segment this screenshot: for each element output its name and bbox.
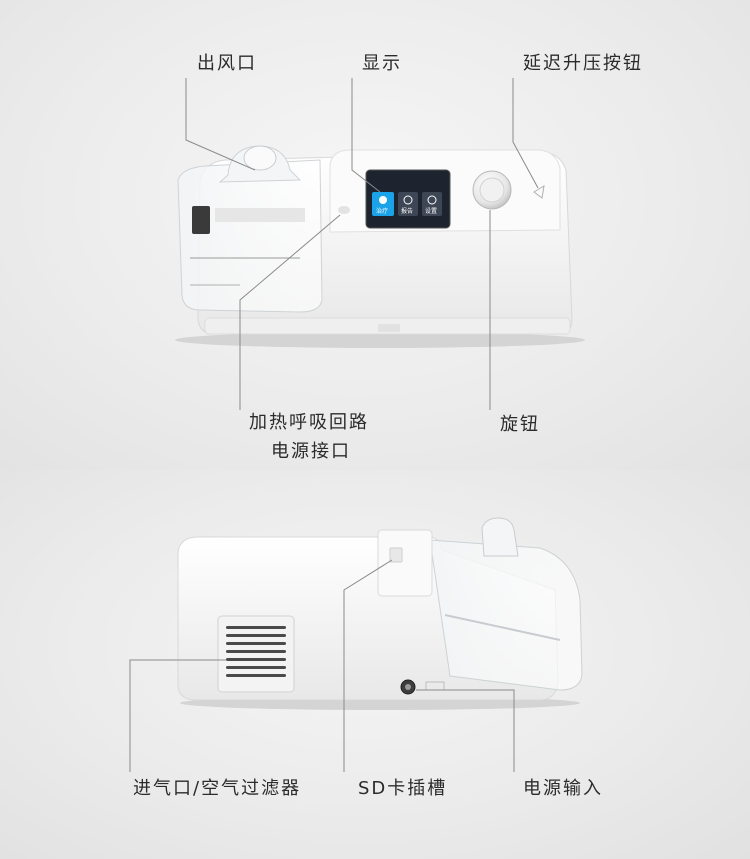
back-water-tank	[429, 539, 583, 691]
screen-tile-label-1: 治疗	[376, 207, 388, 215]
ramp-button	[533, 185, 545, 199]
leader-air-outlet	[185, 78, 256, 171]
label-sd-card-slot: SD卡插槽	[358, 778, 448, 799]
back-outlet	[481, 517, 519, 557]
label-delay-pressure-button: 延迟升压按钮	[523, 53, 643, 74]
knob-center	[479, 177, 505, 203]
leader-power-input	[416, 689, 515, 772]
leader-lines	[129, 78, 539, 772]
outlet-port	[243, 145, 277, 171]
leader-display	[351, 78, 381, 193]
tank-rim	[444, 614, 561, 641]
leader-delay-button	[512, 78, 539, 189]
device-front-view: 治疗 报告 设置	[175, 145, 585, 348]
gear-icon	[427, 195, 437, 205]
report-icon	[403, 195, 413, 205]
device-shadow	[175, 332, 585, 348]
label-power-input: 电源输入	[523, 778, 603, 799]
power-socket-pin	[405, 684, 411, 690]
screen-tile-label-2: 报告	[401, 207, 413, 215]
circuit-port	[338, 206, 350, 214]
water-tank	[177, 159, 323, 313]
sd-slot	[389, 547, 403, 563]
screen-tile-label-3: 设置	[425, 207, 437, 215]
device-back-view	[177, 517, 583, 710]
label-air-outlet: 出风口	[197, 53, 257, 74]
label-heated-circuit-line1: 加热呼吸回路	[249, 412, 369, 433]
filter-grille	[226, 626, 286, 677]
label-display: 显示	[362, 53, 402, 74]
label-heated-circuit-line2: 电源接口	[271, 441, 351, 462]
base-foot	[378, 324, 400, 332]
tank-sticker	[215, 208, 305, 222]
moon-icon	[379, 196, 387, 204]
tank-label	[192, 206, 210, 234]
label-air-inlet-filter: 进气口/空气过滤器	[133, 778, 302, 799]
sd-cover	[377, 529, 433, 597]
label-knob: 旋钮	[500, 414, 540, 435]
leader-sd-card	[343, 559, 393, 772]
leader-air-inlet	[129, 659, 226, 772]
leader-heated-circuit	[239, 214, 341, 410]
